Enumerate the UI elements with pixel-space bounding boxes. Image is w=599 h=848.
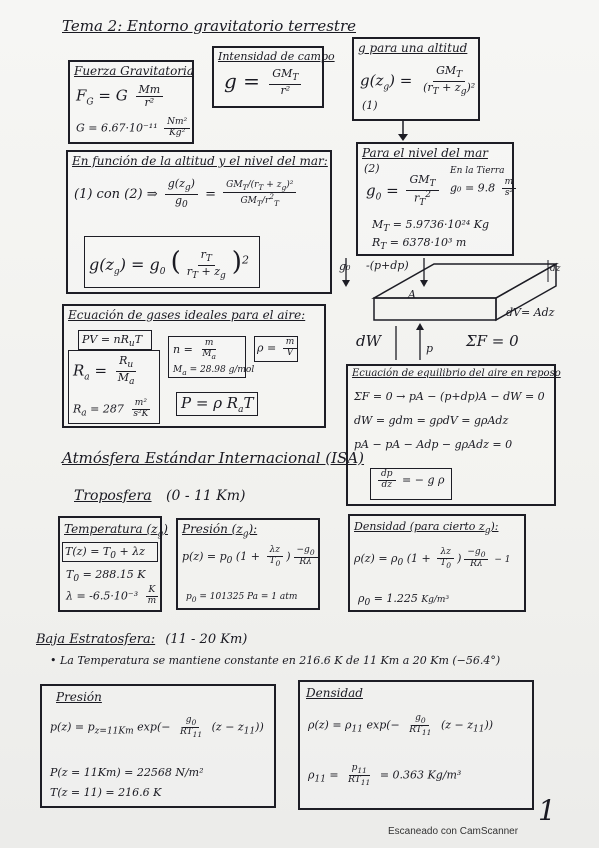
box-title: Ecuación de gases ideales para el aire: <box>68 308 306 322</box>
box-title: Densidad <box>306 686 363 700</box>
fluid-element-diagram <box>342 258 559 360</box>
diagram-label-sumf: ΣF = 0 <box>466 332 519 350</box>
box-title: En función de la altitud y el nivel del … <box>72 154 328 168</box>
t11-value: T(z = 11) = 216.6 K <box>50 786 162 799</box>
earth-label: En la Tierra <box>450 166 505 176</box>
temp-formula-box: T(z) = T0 + λz <box>62 542 158 562</box>
diagram-label-g0: g₀ <box>339 260 351 273</box>
p0-value: p0 = 101325 Pa = 1 atm <box>186 592 298 604</box>
page-title: Tema 2: Entorno gravitatorio terrestre <box>62 17 356 35</box>
diagram-label-dw: dW <box>356 332 382 350</box>
box-equilibrio: Ecuación de equilibrio del aire en repos… <box>346 364 561 506</box>
t0-value: T0 = 288.15 K <box>66 568 146 585</box>
pv-box: PV = nRuT <box>78 330 152 350</box>
page-number: 1 <box>538 794 556 827</box>
equilibrium-line-2: dW = gdm = gρdV = gρAdz <box>354 414 509 427</box>
pressure-density-equation: P = ρ RaT <box>181 394 254 415</box>
box-title: Presión <box>56 690 102 704</box>
arrow-down-icon <box>398 120 408 141</box>
box-g-altitud: g para una altitud g(zg) = GMT(rT + zg)²… <box>352 37 480 121</box>
temperature-bullet: • La Temperatura se mantiene constante e… <box>50 654 501 667</box>
box-title: Densidad (para cierto zg): <box>354 520 499 537</box>
baja-estratosfera-heading: Baja Estratosfera: (11 - 20 Km) <box>36 632 248 647</box>
equation-tag: (2) <box>364 162 380 175</box>
temp-formula: T(z) = T0 + λz <box>65 545 145 562</box>
p11-value: P(z = 11Km) = 22568 N/m² <box>50 766 204 779</box>
diagram-label-a: A <box>408 288 416 301</box>
box-gases-ideales: Ecuación de gases ideales para el aire: … <box>62 304 326 428</box>
isa-heading: Atmósfera Estándar Internacional (ISA) <box>62 449 365 467</box>
earth-mass: MT = 5.9736·10²⁴ Kg <box>372 218 490 235</box>
p-rho-box: P = ρ RaT <box>176 392 258 416</box>
diagram-label-dz: dz <box>550 264 561 274</box>
box-funcion-altitud: En función de la altitud y el nivel del … <box>66 150 332 294</box>
earth-radius: RT = 6378·10³ m <box>372 236 467 253</box>
ideal-gas-law: PV = nRuT <box>82 333 143 350</box>
box-title: Intensidad de campo <box>218 50 335 63</box>
diagram-label-pdp: -(p+dp) <box>366 259 409 272</box>
diagram-label-dv: dV= Adz <box>506 306 555 319</box>
box-densidad-troposfera: Densidad (para cierto zg): ρ(z) = ρ0 (1 … <box>348 514 526 612</box>
box-title: Temperatura (zg) <box>64 522 168 540</box>
scanner-watermark: Escaneado con CamScanner <box>388 826 519 837</box>
molar-mass: Ma = 28.98 g/mol <box>173 365 255 377</box>
box-temperatura: Temperatura (zg) T(z) = T0 + λz T0 = 288… <box>58 516 168 612</box>
altitude-equation: g(zg) = GMT(rT + zg)² <box>360 64 476 98</box>
diagram-label-p: p <box>426 342 434 355</box>
equation-tag: (1) <box>362 99 378 112</box>
box-title: Ecuación de equilibrio del aire en repos… <box>352 368 561 379</box>
equilibrium-line-1: ΣF = 0 → pA − (p+dp)A − dW = 0 <box>354 390 545 403</box>
box-title: Fuerza Gravitatoria <box>74 64 195 78</box>
box-title: Presión (zg): <box>182 522 258 540</box>
troposfera-heading: Troposfera (0 - 11 Km) <box>74 488 246 504</box>
box-title: g para una altitud <box>358 41 468 55</box>
rho0-value: ρ0 = 1.225 Kg/m³ <box>358 592 450 609</box>
equilibrium-line-3: pA − pA − Adp − gρAdz = 0 <box>354 438 513 451</box>
box-title: Para el nivel del mar <box>362 146 488 160</box>
